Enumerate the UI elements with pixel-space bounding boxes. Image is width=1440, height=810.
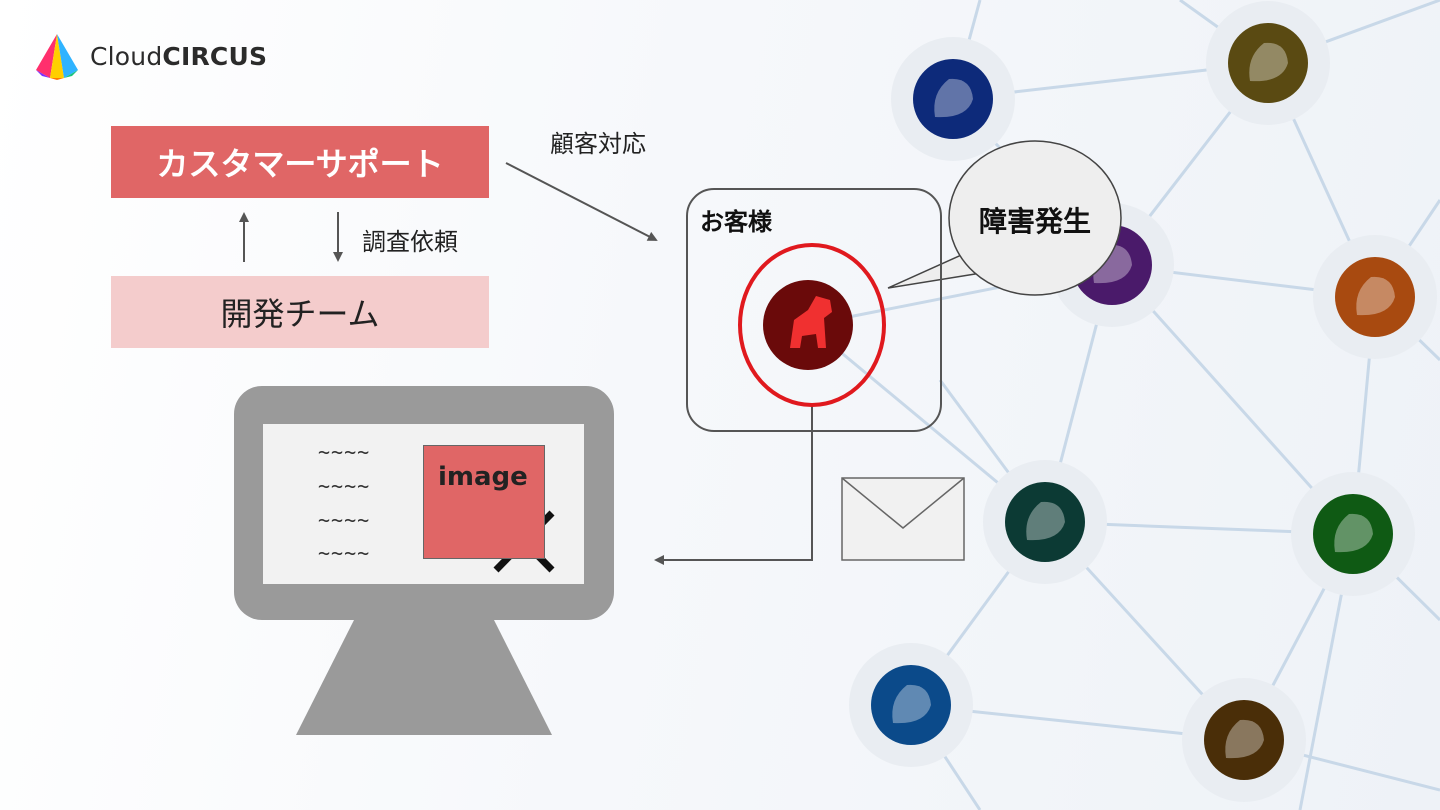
incident-label: 障害発生 [950, 200, 1120, 240]
broken-image-box: image [423, 445, 545, 559]
envelope-icon [842, 478, 964, 560]
monitor-icon [234, 386, 614, 735]
monitor-text-line: ~~~~ [318, 474, 370, 498]
monitor-text-line: ~~~~ [318, 440, 370, 464]
monitor-text-line: ~~~~ [318, 541, 370, 565]
monitor-text-line: ~~~~ [318, 508, 370, 532]
support-to-customer-arrow [506, 163, 656, 240]
image-label: image [438, 462, 528, 492]
customer-label: お客様 [700, 202, 772, 237]
